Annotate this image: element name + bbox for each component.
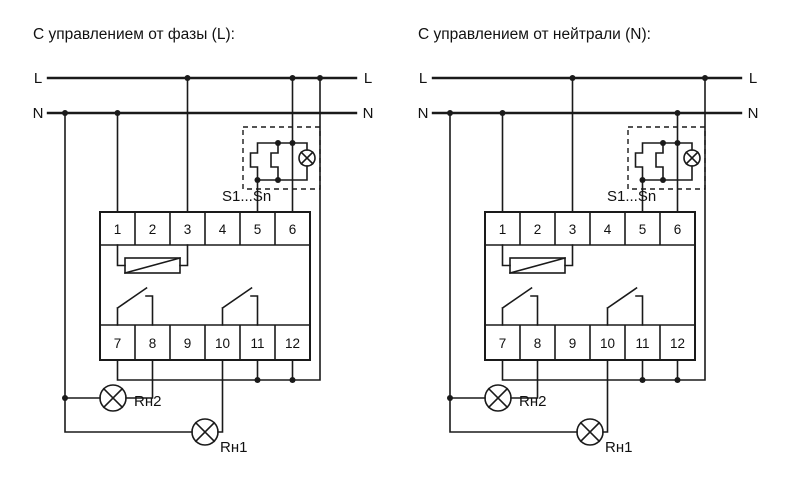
bus-label-l-left: L bbox=[34, 70, 42, 87]
diagram-neutral-control: С управлением от нейтрали (N): L N L N S… bbox=[418, 26, 759, 456]
terminal-number: 10 bbox=[215, 336, 230, 351]
terminal-number: 7 bbox=[499, 336, 507, 351]
terminal-numbers-bottom: 7 8 9 10 11 12 bbox=[499, 336, 685, 351]
terminal-numbers-top: 1 2 3 4 5 6 bbox=[499, 222, 682, 237]
terminal-numbers-bottom: 7 8 9 10 11 12 bbox=[114, 336, 300, 351]
terminal-number: 8 bbox=[534, 336, 542, 351]
terminal-number: 11 bbox=[635, 336, 649, 351]
indicator-lamp-cross-icon bbox=[300, 151, 314, 165]
diagram-title: С управлением от фазы (L): bbox=[33, 26, 235, 43]
terminal-number: 7 bbox=[114, 336, 122, 351]
terminal-number: 9 bbox=[569, 336, 577, 351]
load-wires bbox=[449, 77, 706, 433]
bus-label-n-left: N bbox=[418, 105, 429, 122]
bus-label-n-left: N bbox=[33, 105, 44, 122]
terminal-number: 1 bbox=[114, 222, 122, 237]
junction-dots bbox=[62, 75, 323, 401]
terminal-number: 12 bbox=[670, 336, 685, 351]
terminal-grid bbox=[484, 211, 696, 361]
indicator-lamp-cross-icon bbox=[685, 151, 699, 165]
terminal-number: 6 bbox=[289, 222, 297, 237]
load-label-rn2: Rн2 bbox=[134, 393, 161, 410]
terminal-number: 10 bbox=[600, 336, 615, 351]
switch-group-label: S1...Sn bbox=[222, 188, 271, 205]
load-wires bbox=[64, 77, 321, 433]
terminal-number: 9 bbox=[184, 336, 192, 351]
bus-label-n-right: N bbox=[748, 105, 759, 122]
terminal-number: 8 bbox=[149, 336, 157, 351]
terminal-number: 4 bbox=[604, 222, 612, 237]
terminal-number: 2 bbox=[534, 222, 542, 237]
coil-wires bbox=[116, 244, 189, 274]
bus-label-n-right: N bbox=[363, 105, 374, 122]
load-label-rn1: Rн1 bbox=[220, 439, 247, 456]
load-lamp-rn1-icon bbox=[576, 418, 604, 446]
terminal-numbers-top: 1 2 3 4 5 6 bbox=[114, 222, 297, 237]
load-lamp-rn1-cross-icon bbox=[579, 421, 601, 443]
coil-wires bbox=[501, 244, 574, 274]
load-lamp-rn2-cross-icon bbox=[102, 387, 124, 409]
terminal-number: 1 bbox=[499, 222, 507, 237]
terminal-number: 6 bbox=[674, 222, 682, 237]
load-lamp-rn2-icon bbox=[99, 384, 127, 412]
supply-wires bbox=[501, 77, 574, 213]
bus-label-l-left: L bbox=[419, 70, 427, 87]
load-label-rn2: Rн2 bbox=[519, 393, 546, 410]
pushbutton-switch-wires bbox=[249, 142, 308, 213]
terminal-number: 11 bbox=[250, 336, 264, 351]
switch-group-label: S1...Sn bbox=[607, 188, 656, 205]
pushbutton-switch-wires bbox=[634, 142, 693, 213]
terminal-number: 2 bbox=[149, 222, 157, 237]
terminal-grid bbox=[99, 211, 311, 361]
load-label-rn1: Rн1 bbox=[605, 439, 632, 456]
bus-label-l-right: L bbox=[749, 70, 757, 87]
supply-wires bbox=[116, 77, 189, 213]
terminal-number: 5 bbox=[639, 222, 647, 237]
terminal-number: 5 bbox=[254, 222, 262, 237]
load-lamp-rn1-cross-icon bbox=[194, 421, 216, 443]
terminal-number: 3 bbox=[569, 222, 577, 237]
indicator-lamp-icon bbox=[298, 149, 316, 167]
indicator-lamp-icon bbox=[683, 149, 701, 167]
junction-dots bbox=[447, 75, 708, 401]
diagram-phase-control: С управлением от фазы (L): L N L N S1...… bbox=[33, 26, 374, 456]
load-lamp-rn1-icon bbox=[191, 418, 219, 446]
terminal-number: 4 bbox=[219, 222, 227, 237]
load-lamp-rn2-icon bbox=[484, 384, 512, 412]
relay-contact-symbols bbox=[501, 286, 644, 326]
load-lamp-rn2-cross-icon bbox=[487, 387, 509, 409]
terminal-number: 3 bbox=[184, 222, 192, 237]
terminal-number: 12 bbox=[285, 336, 300, 351]
diagram-title: С управлением от нейтрали (N): bbox=[418, 26, 651, 43]
bus-label-l-right: L bbox=[364, 70, 372, 87]
relay-contact-symbols bbox=[116, 286, 259, 326]
